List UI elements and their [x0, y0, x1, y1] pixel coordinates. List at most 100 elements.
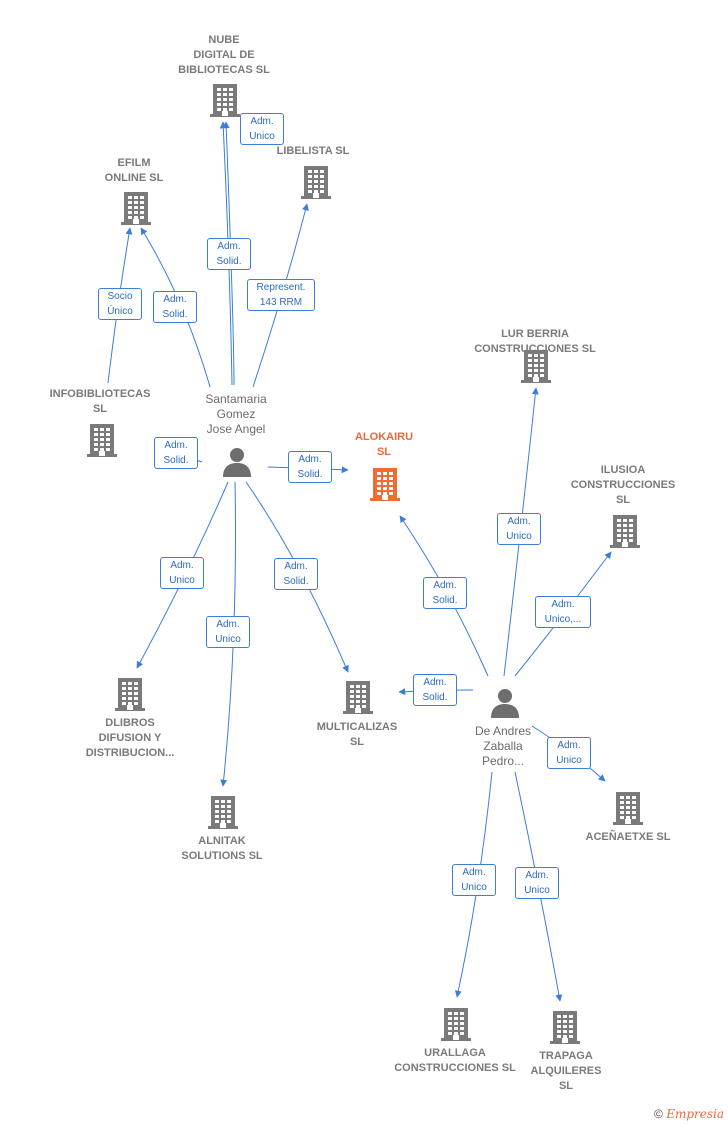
company-name: ILUSIOA CONSTRUCCIONES SL — [543, 463, 703, 508]
label-line: DISTRIBUCION... — [85, 747, 175, 759]
label-line: TRAPAGA — [539, 1050, 593, 1062]
edge-label-line: Adm. — [525, 870, 549, 881]
label-line: ALNITAK — [198, 835, 246, 847]
building-icon — [440, 1006, 472, 1042]
company-name: ACEÑAETXE SL — [548, 830, 708, 845]
edge-label-line: Adm. — [462, 867, 486, 878]
edge-label[interactable]: Adm.Solid. — [274, 558, 318, 590]
person-icon — [222, 447, 252, 477]
label-line: EFILM — [117, 157, 151, 169]
edge-label-line: Unico — [524, 885, 550, 896]
label-line: ILUSIOA — [600, 464, 646, 476]
building-icon — [209, 82, 241, 118]
edge-label-line: Adm. — [217, 241, 241, 252]
label-line: ACEÑAETXE SL — [585, 831, 671, 843]
building-icon — [612, 790, 644, 826]
edge-label[interactable]: Adm. Unico — [240, 113, 284, 145]
edge-label-line: 143 RRM — [259, 297, 303, 308]
edge-label-line: Unico — [461, 882, 487, 893]
building-icon — [342, 679, 374, 715]
building-icon — [369, 466, 401, 502]
edge-label-line: Adm. — [163, 294, 187, 305]
footer-brand: © Empresia — [654, 1107, 724, 1121]
label-line: LIBELISTA SL — [276, 145, 350, 157]
edge-label[interactable]: Adm.Unico — [547, 737, 591, 769]
label-line: SL — [92, 403, 108, 415]
edge-label[interactable]: Adm. Solid. — [153, 291, 197, 323]
edge-label[interactable]: Adm. Solid. — [423, 577, 467, 609]
building-icon — [86, 422, 118, 458]
building-icon — [549, 1009, 581, 1045]
edge-label-line: Solid. — [162, 309, 188, 320]
label-line: ONLINE SL — [104, 172, 164, 184]
label-line: BIBLIOTECAS SL — [178, 64, 270, 76]
edge-label-line: Unico — [249, 131, 275, 142]
edge-label-line: Adm. — [250, 116, 274, 127]
edge-label[interactable]: Adm.Unico — [497, 513, 541, 545]
edge-label[interactable]: Adm. Unico — [515, 867, 559, 899]
label-line: SL — [376, 446, 392, 458]
company-name: MULTICALIZAS SL — [277, 720, 437, 750]
edge-label-line: Adm. — [170, 560, 194, 571]
brand-name: Empresia — [666, 1107, 724, 1121]
edge-label[interactable]: Adm. Solid. — [288, 451, 332, 483]
company-name: LIBELISTA SL — [233, 144, 393, 159]
edge-label[interactable]: Represent. 143 RRM — [247, 279, 315, 311]
edge-label-line: Solid. — [283, 576, 309, 587]
label-line: CONSTRUCCIONES SL — [474, 343, 596, 355]
edge-label-line: Solid. — [163, 455, 189, 466]
building-icon — [300, 164, 332, 200]
company-name: DLIBROS DIFUSION Y DISTRIBUCION... — [50, 716, 210, 761]
label-line: CONSTRUCCIONES SL — [394, 1062, 516, 1074]
edge-label[interactable]: Adm.Solid. — [207, 238, 251, 270]
label-line: SL — [349, 736, 365, 748]
edge-label-line: Solid. — [432, 595, 458, 606]
label-line: DLIBROS — [105, 717, 155, 729]
label-line: INFOBIBLIOTECAS — [49, 388, 151, 400]
label-line: Gomez — [216, 407, 256, 421]
edge-label-line: Represent. — [256, 282, 306, 293]
edge-label[interactable]: Adm. Unico — [452, 864, 496, 896]
edge-label-line: Adm. — [298, 454, 322, 465]
edge-label-line: Adm. — [433, 580, 457, 591]
edge-label-line: Unico,... — [544, 614, 582, 625]
person-icon — [490, 688, 520, 718]
label-line: Pedro... — [481, 754, 525, 768]
edge-label-line: Socio — [107, 291, 133, 302]
label-line: De Andres — [474, 724, 532, 738]
edge-label[interactable]: Adm.Unico — [206, 616, 250, 648]
label-line: URALLAGA — [424, 1047, 486, 1059]
label-line: SL — [615, 494, 631, 506]
label-line: SOLUTIONS SL — [181, 850, 263, 862]
label-line: MULTICALIZAS — [316, 721, 398, 733]
edge-label[interactable]: Adm. Unico — [160, 557, 204, 589]
building-icon — [609, 513, 641, 549]
company-name: URALLAGA CONSTRUCCIONES SL — [375, 1046, 535, 1076]
edge-label[interactable]: Adm.Unico,... — [535, 596, 591, 628]
edge-label[interactable]: Adm.Solid. — [154, 437, 198, 469]
edge-santamaria-nube — [222, 121, 235, 386]
company-name: EFILM ONLINE SL — [54, 156, 214, 186]
label-line: DIGITAL DE — [193, 49, 255, 61]
edge-label-line: Solid. — [297, 469, 323, 480]
edge-label-line: Adm. — [423, 677, 447, 688]
edge-label-line: Unico — [169, 575, 195, 586]
edge-label-line: Adm. — [507, 516, 531, 527]
label-line: CONSTRUCCIONES — [570, 479, 676, 491]
building-icon — [114, 676, 146, 712]
company-name: INFOBIBLIOTECAS SL — [20, 387, 180, 417]
label-line: DIFUSION Y — [98, 732, 162, 744]
edge-label-line: Solid. — [422, 692, 448, 703]
label-line: ALQUILERES — [530, 1065, 602, 1077]
label-line: Jose Angel — [206, 422, 266, 436]
copyright-symbol: © — [654, 1107, 663, 1121]
edge-label[interactable]: Adm. Solid. — [413, 674, 457, 706]
edge-label-line: Único — [107, 306, 133, 317]
